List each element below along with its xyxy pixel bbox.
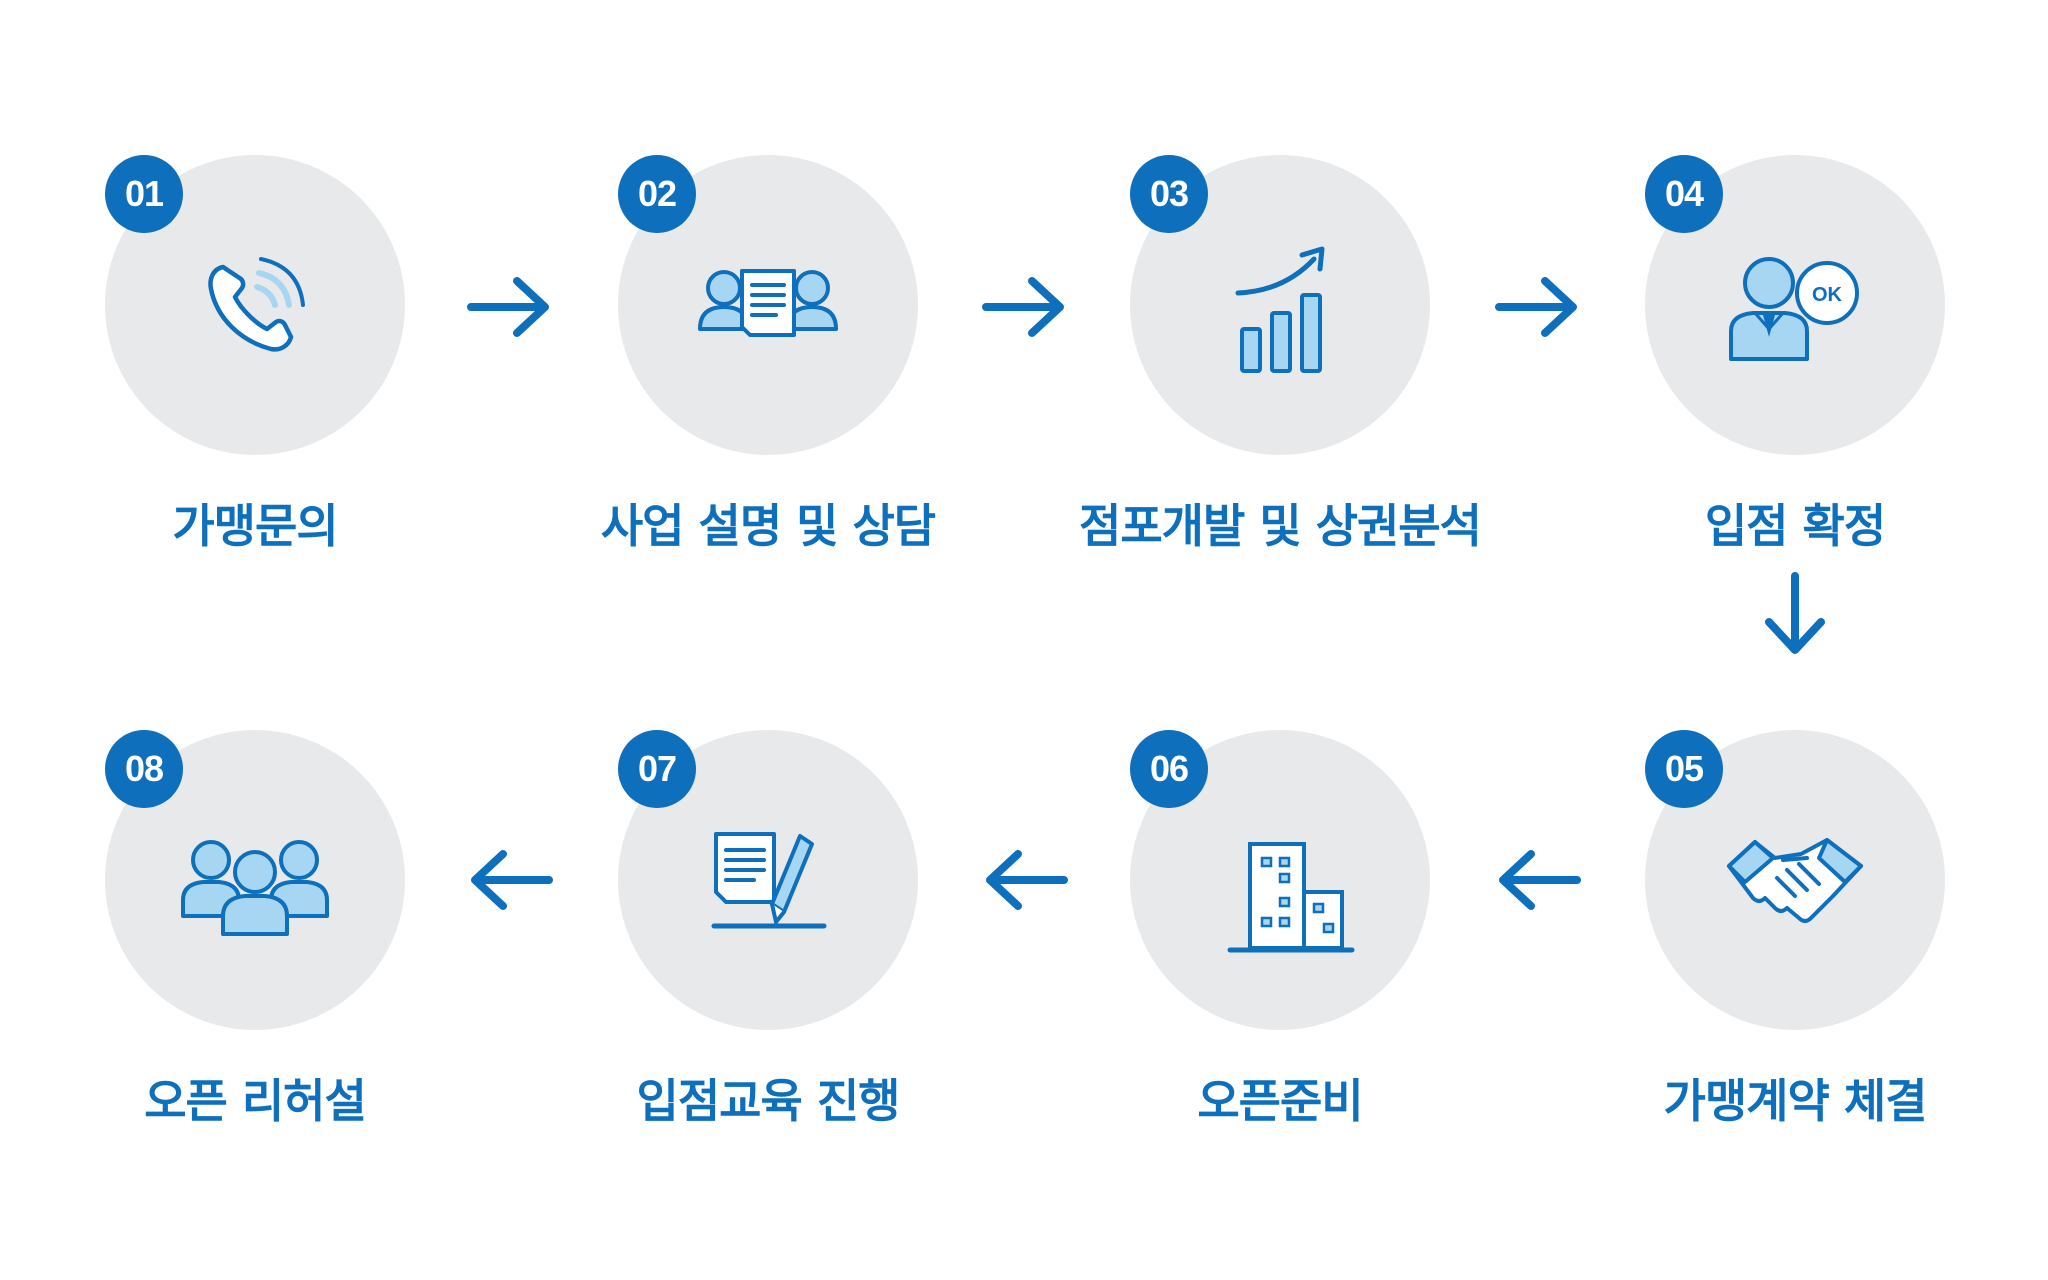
growth-chart-icon	[1235, 246, 1325, 373]
handshake-icon	[1727, 838, 1863, 923]
step-number-badge: 05	[1645, 730, 1723, 808]
step-number-badge: 01	[105, 155, 183, 233]
consultation-icon	[698, 269, 838, 337]
step-label: 가맹계약 체결	[1663, 1074, 1928, 1128]
step-label: 사업 설명 및 상담	[600, 499, 936, 553]
arrow-right-icon	[1495, 277, 1577, 337]
step-number-badge: 06	[1130, 730, 1208, 808]
building-icon	[1227, 842, 1355, 953]
approval-icon: OK	[1729, 257, 1859, 361]
ok-text: OK	[1812, 284, 1843, 306]
arrow-right-icon	[467, 277, 549, 337]
arrow-left-icon	[471, 850, 553, 910]
arrow-left-icon	[1499, 850, 1581, 910]
document-signing-icon	[711, 832, 827, 929]
step-label: 오픈준비	[1197, 1074, 1363, 1128]
step-number-badge: 03	[1130, 155, 1208, 233]
step-label: 오픈 리허설	[144, 1074, 367, 1128]
step-number-badge: 02	[618, 155, 696, 233]
step-label: 입점교육 진행	[636, 1074, 901, 1128]
arrow-right-icon	[982, 277, 1064, 337]
step-number-badge: 08	[105, 730, 183, 808]
step-label: 점포개발 및 상권분석	[1079, 499, 1482, 553]
arrow-left-icon	[986, 850, 1068, 910]
step-number-badge: 04	[1645, 155, 1723, 233]
arrow-down-icon	[1765, 572, 1825, 654]
team-icon	[181, 840, 329, 936]
step-number-badge: 07	[618, 730, 696, 808]
step-label: 입점 확정	[1704, 499, 1886, 553]
step-label: 가맹문의	[172, 499, 338, 553]
phone-icon	[208, 257, 305, 352]
